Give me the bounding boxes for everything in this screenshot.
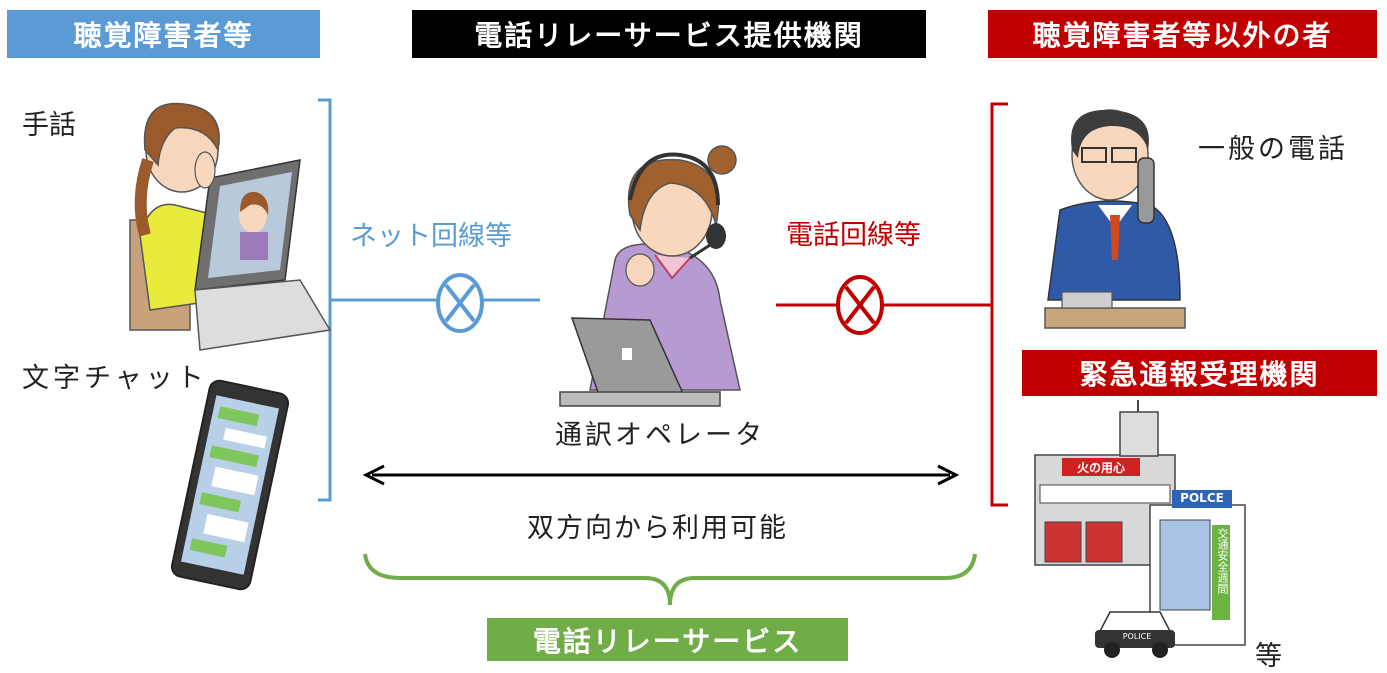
sign-language-label: 手話 (22, 110, 76, 141)
bidirectional-label: 双方向から利用可能 (527, 513, 788, 544)
fire-police-illustration (1034, 400, 1246, 658)
fire-sign-label: 火の用心 (1076, 461, 1125, 475)
etc-label: 等 (1255, 641, 1282, 672)
right-bracket (990, 102, 1008, 507)
police-sign-label: POLCE (1180, 491, 1224, 505)
traffic-sign-label: 交通安全週間 (1216, 528, 1229, 594)
bidirectional-arrow (362, 464, 960, 486)
net-exchange-icon (436, 273, 484, 333)
header-hearing-impaired: 聴覚障害者等 (7, 10, 320, 58)
smartphone-chat-illustration (170, 379, 290, 591)
header-emergency: 緊急通報受理機関 (1022, 350, 1377, 396)
phone-line-label: 電話回線等 (786, 220, 921, 251)
header-others: 聴覚障害者等以外の者 (988, 10, 1377, 58)
phone-user-illustration (1044, 109, 1186, 329)
operator-illustration (559, 145, 741, 407)
car-sign-label: POLICE (1122, 632, 1152, 641)
green-brace (363, 553, 977, 606)
text-chat-label: 文字チャット (22, 363, 208, 394)
phone-exchange-icon (836, 275, 884, 335)
left-bracket (318, 98, 332, 502)
general-phone-label: 一般の電話 (1198, 134, 1348, 165)
header-relay-provider: 電話リレーサービス提供機関 (412, 10, 926, 58)
net-line-label: ネット回線等 (350, 221, 512, 252)
operator-label: 通訳オペレータ (555, 420, 765, 451)
sign-language-user-illustration (129, 102, 332, 351)
header-service-name: 電話リレーサービス (487, 618, 848, 661)
